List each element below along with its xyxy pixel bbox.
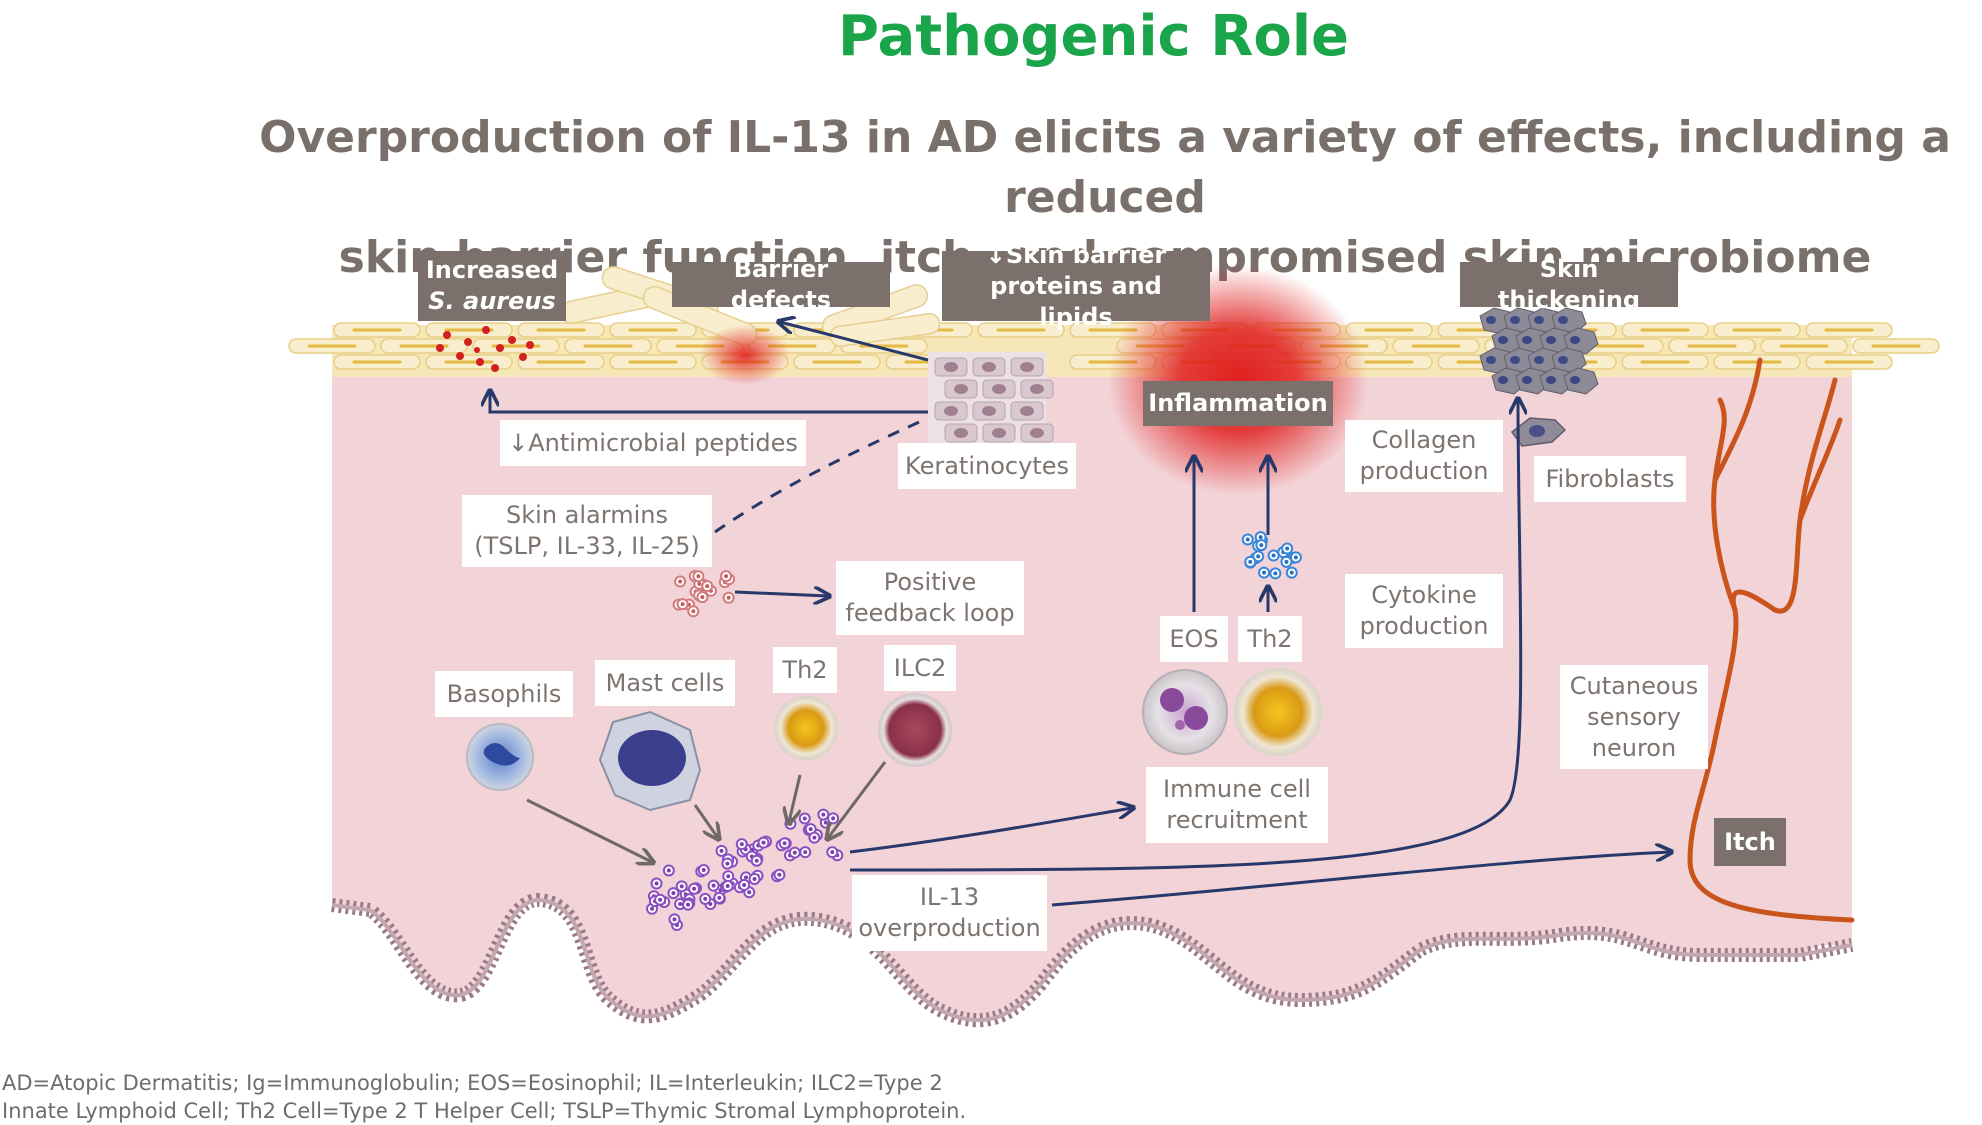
th2-cell-lower (774, 696, 838, 760)
label-inflammation: Inflammation (1143, 381, 1333, 426)
label-skin-alarmins: Skin alarmins (TSLP, IL-33, IL-25) (462, 495, 712, 567)
label-barrier-defects-text: Barrier defects (730, 254, 832, 314)
inflammation-glow (1108, 265, 1368, 495)
label-keratinocytes-text: Keratinocytes (905, 451, 1069, 480)
arrow-alarmin-dashed (714, 416, 929, 534)
keratinocytes-cells (928, 352, 1054, 444)
label-mast-cells: Mast cells (595, 660, 735, 706)
arrow-keratinocytes-to-barrier (780, 322, 929, 362)
label-mast-cells-text: Mast cells (605, 668, 725, 697)
fibroblast-cell (1510, 417, 1567, 447)
th2-cell-upper (1234, 668, 1322, 756)
footnote-line-1: AD=Atopic Dermatitis; Ig=Immunoglobulin;… (2, 1071, 943, 1095)
label-th2-lower: Th2 (773, 647, 837, 693)
label-immune-cell-recruitment: Immune cell recruitment (1146, 767, 1328, 843)
label-cutaneous-sensory-neuron: Cutaneous sensory neuron (1560, 665, 1708, 769)
arrow-mast-to-il13 (693, 804, 718, 838)
label-ilc2: ILC2 (884, 645, 956, 691)
label-keratinocytes: Keratinocytes (898, 443, 1076, 489)
label-fibroblasts-text: Fibroblasts (1545, 464, 1675, 493)
label-il13-line2: overproduction (858, 914, 1041, 942)
label-skin-barrier-proteins: ↓Skin barrier proteins and lipids (942, 241, 1210, 331)
label-antimicrobial-text: ↓Antimicrobial peptides (508, 428, 798, 457)
label-skin-thickening-text: Skin thickening (1497, 254, 1641, 314)
label-immune-line2: recruitment (1166, 806, 1308, 834)
label-feedback-line2: feedback loop (845, 599, 1015, 627)
label-skin-barrier-line2: proteins and lipids (990, 271, 1162, 331)
basophil-cell (466, 723, 534, 791)
label-antimicrobial-peptides: ↓Antimicrobial peptides (500, 420, 806, 466)
arrow-th2-to-il13 (789, 774, 802, 822)
label-ilc2-text: ILC2 (893, 653, 947, 682)
label-collagen-production: Collagen production (1345, 420, 1503, 492)
arrow-to-itch (1051, 852, 1670, 907)
subtitle-line-1: Overproduction of IL-13 in AD elicits a … (259, 112, 1951, 223)
label-inflammation-text: Inflammation (1148, 389, 1328, 417)
label-cytokine-line1: Cytokine (1371, 581, 1477, 609)
thickening-cells (1479, 307, 1599, 395)
label-eos: EOS (1160, 616, 1228, 662)
label-th2-upper-text: Th2 (1247, 624, 1293, 653)
dermis (332, 330, 1852, 1021)
mast-cell (598, 710, 702, 812)
label-fibroblasts: Fibroblasts (1534, 456, 1686, 502)
label-cytokine-line2: production (1359, 612, 1489, 640)
eos-cell (1142, 669, 1228, 755)
label-alarmins-line1: Skin alarmins (506, 501, 668, 529)
label-skin-barrier-line1: ↓Skin barrier (985, 240, 1167, 269)
barrier-defect-glow (700, 325, 790, 385)
footnote-line-2: Innate Lymphoid Cell; Th2 Cell=Type 2 T … (2, 1099, 967, 1123)
label-immune-line1: Immune cell (1163, 775, 1311, 803)
footnote: AD=Atopic Dermatitis; Ig=Immunoglobulin;… (2, 1069, 1102, 1125)
arrow-to-collagen (849, 400, 1521, 872)
label-collagen-line1: Collagen (1371, 426, 1477, 454)
arrows (490, 322, 1670, 907)
label-eos-text: EOS (1169, 624, 1219, 653)
label-cutaneous-line3: neuron (1591, 733, 1677, 762)
arrow-to-immune-recruitment (849, 808, 1132, 854)
page-title: Pathogenic Role (837, 4, 1350, 69)
alarmin-cells (672, 570, 736, 618)
label-itch-text: Itch (1724, 827, 1776, 856)
label-increased-line1: Increased (425, 256, 559, 284)
label-cutaneous-line2: sensory (1587, 702, 1681, 731)
label-il13-overproduction: IL-13 overproduction (852, 875, 1047, 951)
label-alarmins-line2: (TSLP, IL-33, IL-25) (474, 532, 700, 560)
arrow-basophil-to-il13 (526, 798, 652, 862)
label-increased-s-aureus: Increased S. aureus (418, 251, 566, 321)
label-collagen-line2: production (1359, 457, 1489, 485)
arrow-keratinocytes-to-saureus (490, 392, 928, 414)
label-positive-feedback: Positive feedback loop (836, 561, 1024, 635)
label-cutaneous-line1: Cutaneous (1569, 671, 1699, 700)
label-il13-line1: IL-13 (919, 883, 980, 911)
label-th2-upper: Th2 (1238, 616, 1302, 662)
label-basophils-text: Basophils (446, 679, 562, 708)
label-basophils: Basophils (435, 671, 573, 717)
th2-cytokine-cells (1241, 531, 1302, 580)
ilc2-cell (878, 693, 952, 767)
label-itch: Itch (1714, 818, 1786, 866)
label-cytokine-production: Cytokine production (1345, 574, 1503, 648)
label-th2-lower-text: Th2 (782, 655, 828, 684)
arrow-ilc2-to-il13 (828, 761, 887, 838)
sensory-neuron (1687, 357, 1855, 923)
label-feedback-line1: Positive (883, 568, 977, 596)
label-increased-line2: S. aureus (428, 287, 556, 315)
il13-cell-cluster (646, 808, 844, 931)
label-barrier-defects: Barrier defects (672, 255, 890, 314)
s-aureus-bacteria (436, 326, 534, 372)
label-skin-thickening: Skin thickening (1460, 255, 1678, 314)
arrow-positive-feedback (734, 592, 828, 596)
